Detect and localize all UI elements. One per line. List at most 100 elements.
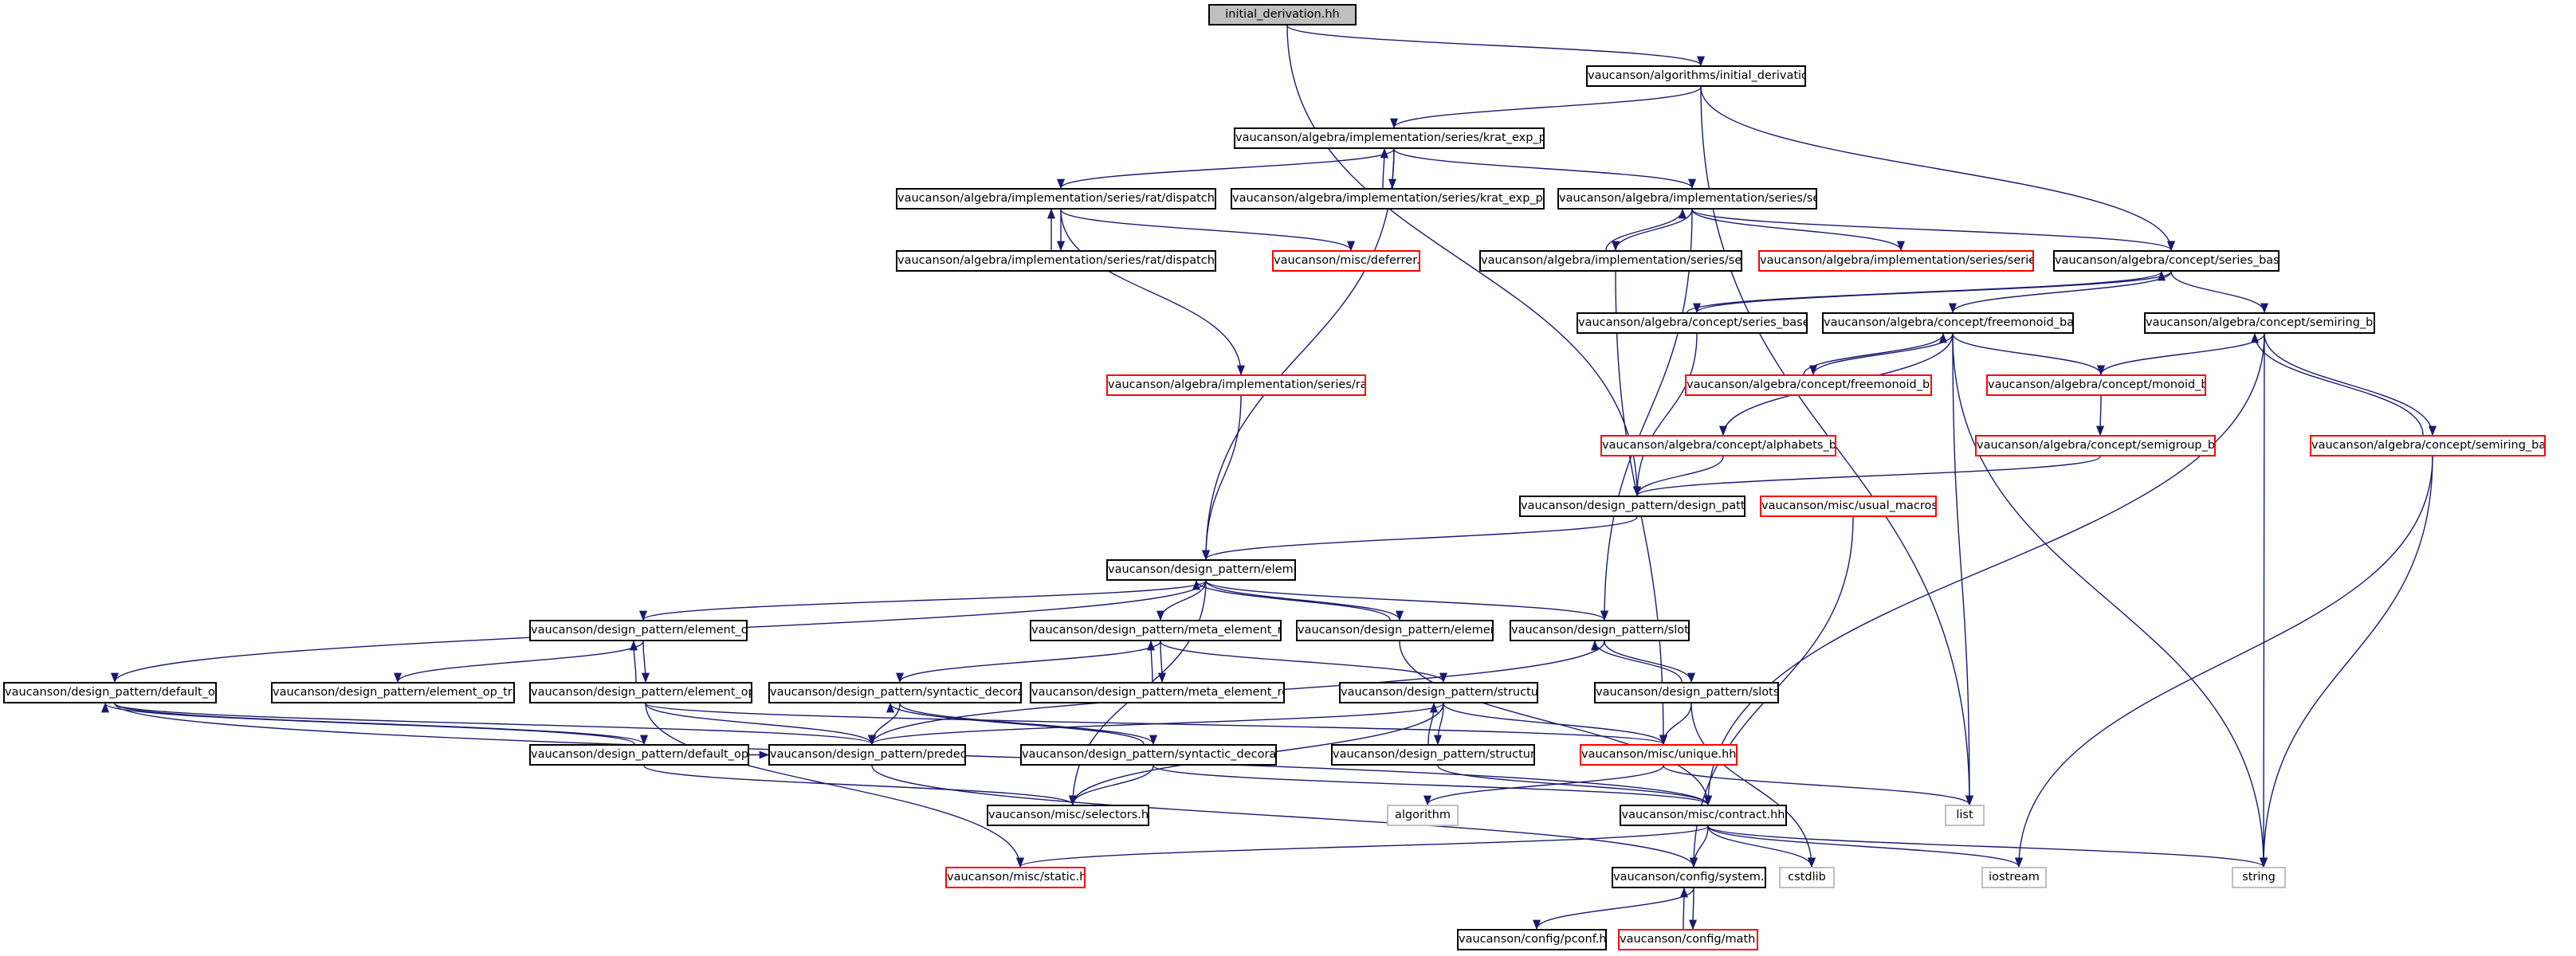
file-node-meta-element-root-hxx[interactable]: vaucanson/design_pattern/meta_element_ro…: [1030, 682, 1285, 703]
edge-n5-to-n10: [1691, 209, 2175, 252]
edge-n4-to-n2: [1380, 147, 1389, 189]
edge-n41-to-n45: [1707, 825, 1816, 868]
file-node-initial-derivation-hxx[interactable]: vaucanson/algorithms/initial_derivation.…: [1586, 65, 1806, 87]
edge-n41-to-n44: [1689, 825, 1709, 868]
file-node-element-ops-hh[interactable]: vaucanson/design_pattern/element_ops.hh: [529, 620, 748, 641]
edge-n27-to-n35: [114, 703, 876, 746]
file-node-slots-hxx[interactable]: vaucanson/design_pattern/slots.hxx: [1594, 682, 1779, 703]
file-node-exp-hh[interactable]: vaucanson/algebra/implementation/series/…: [1106, 374, 1366, 396]
edge-n20-to-n22: [1202, 516, 1638, 561]
file-node-element-op-traits-hh[interactable]: vaucanson/design_pattern/element_op_trai…: [271, 682, 515, 703]
file-node-iostream[interactable]: iostream: [1981, 867, 2047, 888]
file-node-series-base-hh[interactable]: vaucanson/algebra/concept/series_base.hh: [2053, 250, 2280, 272]
file-node-semiring-base-hxx[interactable]: vaucanson/algebra/concept/semiring_base.…: [2310, 435, 2546, 456]
edge-n24-to-n30: [896, 641, 1161, 684]
edge-n12-to-n47: [1952, 333, 2268, 868]
edge-n37-to-n41: [1437, 765, 1712, 806]
file-node-list[interactable]: list: [1945, 805, 1985, 826]
edge-n22-to-n23: [639, 580, 1207, 621]
edge-n19-to-n47: [2259, 456, 2433, 868]
edge-n29-to-n43: [645, 703, 1024, 868]
edge-n44-to-n48: [1533, 887, 1694, 931]
file-node-meta-element-root-hh[interactable]: vaucanson/design_pattern/meta_element_ro…: [1030, 620, 1282, 641]
file-node-element-hxx[interactable]: vaucanson/design_pattern/element.hxx: [1296, 620, 1494, 641]
file-node-unique-hh[interactable]: vaucanson/misc/unique.hh: [1580, 744, 1738, 766]
file-node-series-hxx[interactable]: vaucanson/algebra/implementation/series/…: [1479, 250, 1742, 272]
edge-n11-to-n20: [1632, 333, 1698, 497]
file-node-element-ops-hxx[interactable]: vaucanson/design_pattern/element_ops.hxx: [529, 682, 752, 703]
edge-n17-to-n20: [1633, 456, 1724, 497]
file-node-element-hh[interactable]: vaucanson/design_pattern/element.hh: [1106, 559, 1296, 581]
file-node-series-hh[interactable]: vaucanson/algebra/implementation/series/…: [1557, 188, 1817, 210]
file-node-default-ops-hxx[interactable]: vaucanson/design_pattern/default_ops.hxx: [529, 744, 749, 766]
edge-n18-to-n20: [1633, 456, 2101, 497]
file-node-deferrer-hh[interactable]: vaucanson/misc/deferrer.hh: [1272, 250, 1420, 272]
edge-n8-to-n5: [1605, 208, 1687, 251]
edge-n12-to-n42: [1952, 333, 1974, 806]
edge-n13-to-n19: [2264, 333, 2437, 437]
file-node-math-hh[interactable]: vaucanson/config/math.hh: [1618, 929, 1758, 950]
file-node-structure-hh[interactable]: vaucanson/design_pattern/structure.hh: [1339, 682, 1538, 703]
edge-n2-to-n22: [1201, 148, 1395, 561]
file-node-dispatch-visitor-hh[interactable]: vaucanson/algebra/implementation/series/…: [896, 188, 1216, 210]
edge-n22-to-n24: [1156, 580, 1207, 621]
file-node-semigroup-base-hh[interactable]: vaucanson/algebra/concept/semigroup_base…: [1975, 435, 2216, 456]
file-node-initial-derivation-hh[interactable]: initial_derivation.hh: [1208, 4, 1357, 25]
edge-n36-to-n41: [1153, 765, 1712, 806]
file-node-krat-exp-pattern-hh[interactable]: vaucanson/algebra/implementation/series/…: [1234, 127, 1545, 149]
edge-n37-to-n32: [1427, 702, 1439, 745]
file-node-design-pattern-hh[interactable]: vaucanson/design_pattern/design_pattern.…: [1519, 496, 1745, 517]
edge-n41-to-n47: [1707, 825, 2268, 868]
edge-n19-to-n13: [2250, 332, 2424, 436]
file-node-string[interactable]: string: [2232, 867, 2286, 888]
edge-n36-to-n30: [886, 702, 1145, 745]
file-node-usual-macros-hh[interactable]: vaucanson/misc/usual_macros.hh: [1760, 496, 1937, 517]
file-node-dispatch-visitor-hxx[interactable]: vaucanson/algebra/implementation/series/…: [896, 250, 1216, 272]
file-node-syntactic-decorator-hxx[interactable]: vaucanson/design_pattern/syntactic_decor…: [1020, 744, 1277, 766]
edge-n25-to-n22: [1192, 579, 1391, 621]
file-node-series-base-hxx[interactable]: vaucanson/algebra/concept/series_base.hx…: [1577, 312, 1808, 334]
file-node-cstdlib[interactable]: cstdlib: [1779, 867, 1835, 888]
file-node-semiring-base-hh[interactable]: vaucanson/algebra/concept/semiring_base.…: [2144, 312, 2375, 334]
file-node-series-rep-hh[interactable]: vaucanson/algebra/implementation/series/…: [1758, 250, 2034, 272]
file-node-default-ops-hh[interactable]: vaucanson/design_pattern/default_ops.hh: [3, 682, 217, 703]
edge-n3-to-n14: [1060, 209, 1246, 376]
file-node-alphabets-base-hh[interactable]: vaucanson/algebra/concept/alphabets_base…: [1600, 435, 1836, 456]
file-node-freemonoid-base-hxx[interactable]: vaucanson/algebra/concept/freemonoid_bas…: [1685, 374, 1932, 396]
file-node-pconf-hh[interactable]: vaucanson/config/pconf.hh: [1457, 929, 1607, 950]
file-node-krat-exp-pattern-hxx[interactable]: vaucanson/algebra/implementation/series/…: [1231, 188, 1545, 210]
edge-n23-to-n29: [641, 641, 650, 684]
file-node-syntactic-decorator-hh[interactable]: vaucanson/design_pattern/syntactic_decor…: [768, 682, 1022, 703]
file-node-structure-hxx[interactable]: vaucanson/design_pattern/structure.hxx: [1331, 744, 1535, 766]
edge-n23-to-n28: [394, 641, 644, 684]
edge-n5-to-n8: [1612, 209, 1693, 252]
edge-n19-to-n46: [2014, 456, 2433, 868]
edge-n30-to-n36: [899, 703, 1157, 746]
edge-n22-to-n25: [1205, 580, 1404, 621]
edge-n34-to-n27: [101, 702, 635, 745]
file-node-algorithm[interactable]: algorithm: [1387, 805, 1459, 826]
edge-n29-to-n35: [645, 703, 876, 746]
edge-n32-to-n35: [868, 703, 1444, 746]
edge-n32-to-n38: [1443, 703, 1667, 746]
file-node-slots-hh[interactable]: vaucanson/design_pattern/slots.hh: [1510, 620, 1690, 641]
edge-n2-to-n3: [1057, 148, 1395, 190]
edge-n0-to-n20: [1286, 25, 1642, 497]
file-node-contract-hh[interactable]: vaucanson/misc/contract.hh: [1620, 805, 1787, 826]
file-node-static-hh[interactable]: vaucanson/misc/static.hh: [945, 867, 1086, 888]
edge-n49-to-n44: [1679, 887, 1689, 930]
edge-n10-to-n13: [2170, 271, 2268, 314]
edge-n33-to-n38: [1659, 703, 1692, 746]
edge-n13-to-n16: [2097, 333, 2265, 376]
file-node-predecls-hh[interactable]: vaucanson/design_pattern/predecls.hh: [768, 744, 966, 766]
file-node-selectors-hh[interactable]: vaucanson/misc/selectors.hh: [987, 805, 1149, 826]
file-node-system-hh[interactable]: vaucanson/config/system.hh: [1612, 867, 1766, 888]
edge-n3-to-n7: [1060, 209, 1355, 252]
edge-n11-to-n10: [1687, 270, 2166, 313]
file-node-freemonoid-base-hh[interactable]: vaucanson/algebra/concept/freemonoid_bas…: [1822, 312, 2074, 334]
file-node-monoid-base-hh[interactable]: vaucanson/algebra/concept/monoid_base.hh: [1986, 374, 2206, 396]
edge-n5-to-n9: [1691, 209, 1905, 252]
edge-n41-to-n46: [1707, 825, 2023, 868]
